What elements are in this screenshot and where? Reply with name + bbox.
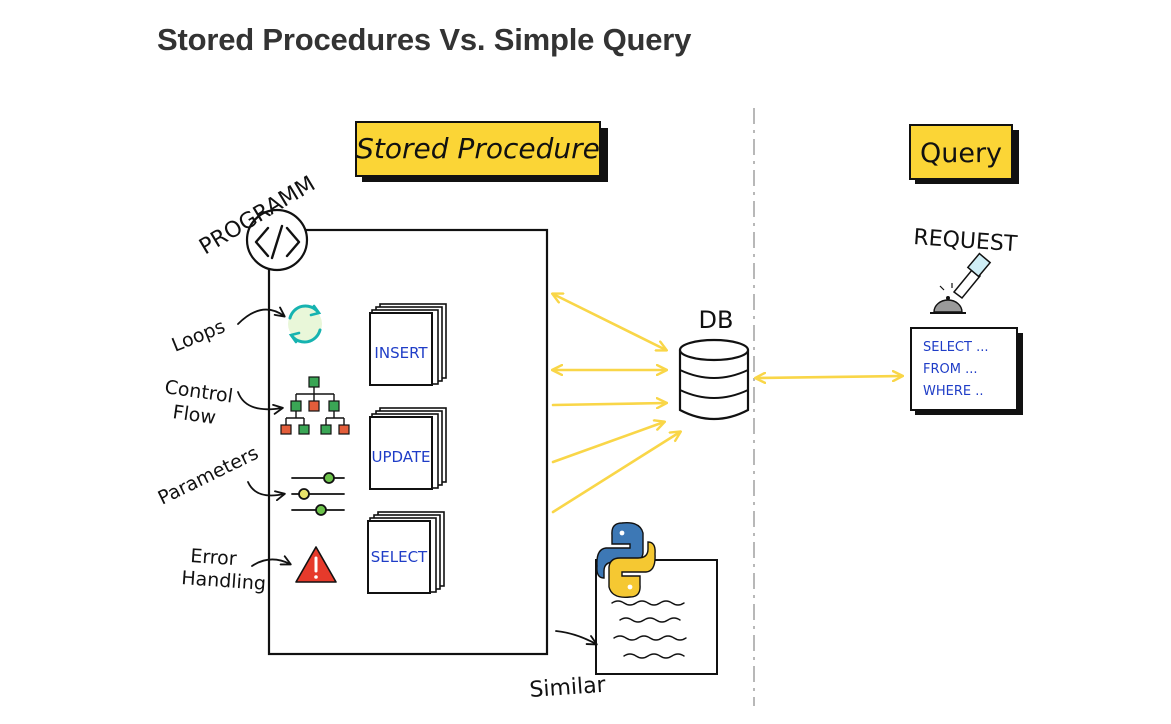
cycle-arrows-icon xyxy=(288,304,322,344)
procedure-box xyxy=(267,228,549,656)
sql-line-select: SELECT ... xyxy=(923,340,988,355)
insert-statement-label: INSERT xyxy=(374,344,428,362)
update-statement-label: UPDATE xyxy=(371,448,430,466)
query-banner-label: Query xyxy=(920,138,1002,169)
stored-procedure-banner-label: Stored Procedure xyxy=(356,132,600,165)
flow-tree-icon xyxy=(280,376,350,435)
select-statement-card: SELECT xyxy=(367,511,445,594)
code-icon xyxy=(245,208,309,272)
db-label: DB xyxy=(699,306,734,334)
insert-statement-card: INSERT xyxy=(369,303,447,386)
control-flow-label-line2: Flow xyxy=(171,401,217,429)
database-icon xyxy=(678,338,750,420)
select-statement-label: SELECT xyxy=(371,548,428,566)
warning-icon xyxy=(295,546,337,583)
page-title: Stored Procedures Vs. Simple Query xyxy=(157,22,692,57)
request-label: REQUEST xyxy=(913,225,1019,257)
sliders-icon xyxy=(291,472,345,516)
db-query-arrow xyxy=(756,376,902,378)
sql-line-where: WHERE .. xyxy=(923,384,984,399)
procedure-db-arrows xyxy=(553,294,680,514)
error-handling-label-line2: Handling xyxy=(181,567,267,595)
stored-procedure-banner: Stored Procedure xyxy=(355,121,608,182)
update-statement-card: UPDATE xyxy=(369,407,447,490)
similar-arrow xyxy=(555,630,598,646)
loops-label: Loops xyxy=(169,315,229,356)
python-icon xyxy=(596,522,656,598)
feature-arrows xyxy=(237,306,292,567)
parameters-label: Parameters xyxy=(155,442,262,509)
service-bell-icon xyxy=(930,252,992,314)
query-banner: Query xyxy=(909,124,1019,184)
similar-label: Similar xyxy=(529,673,608,703)
sql-line-from: FROM ... xyxy=(923,362,978,377)
error-handling-label-line1: Error xyxy=(190,545,238,570)
sql-query-card: SELECT ... FROM ... WHERE .. xyxy=(910,327,1023,415)
